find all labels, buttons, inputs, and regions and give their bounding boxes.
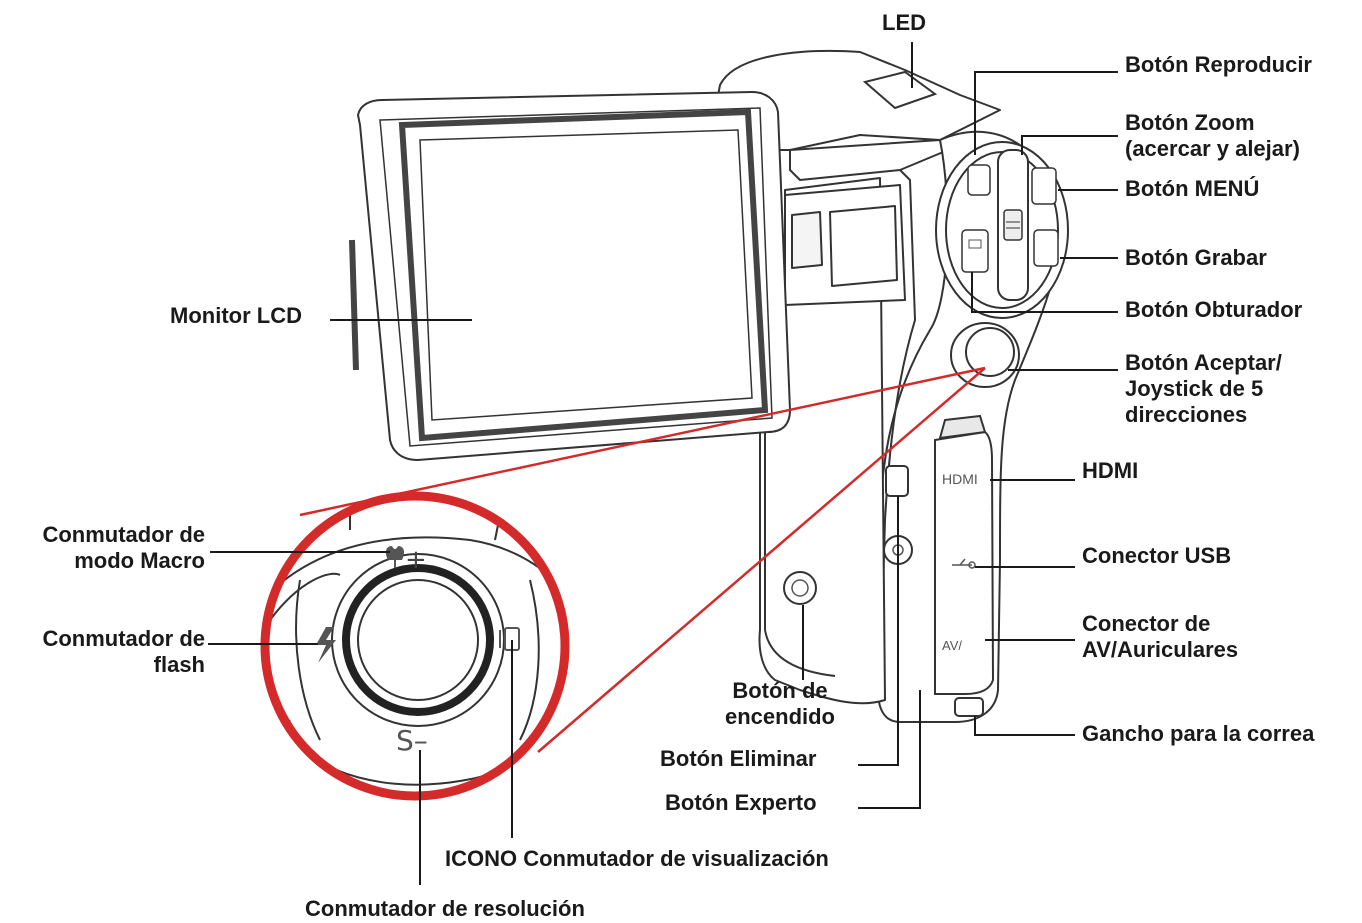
label-macro-switch: Conmutador de modo Macro (10, 522, 205, 574)
label-menu-button: Botón MENÚ (1125, 176, 1260, 201)
label-led: LED (882, 10, 926, 35)
label-flash-line2: flash (153, 652, 205, 677)
label-expert-button: Botón Experto (665, 790, 817, 815)
record-button[interactable] (1033, 229, 1059, 267)
label-shutter-button: Botón Obturador (1125, 297, 1303, 322)
shutter-button[interactable] (961, 229, 989, 273)
resolution-marking: S– (396, 724, 428, 757)
play-button[interactable] (967, 164, 991, 196)
joystick-button[interactable] (950, 322, 1020, 388)
label-zoom-button: Botón Zoom (acercar y alejar) (1125, 110, 1300, 162)
label-power-button: Botón de encendido (695, 678, 865, 730)
zoom-callout-lines (299, 366, 986, 753)
av-port-marking: AV/ (942, 638, 962, 653)
label-av-line1: Conector de (1082, 611, 1211, 636)
zoom-callout-circle (260, 491, 570, 801)
power-button[interactable] (783, 571, 817, 605)
menu-button[interactable] (1031, 167, 1057, 205)
zoom-lever[interactable] (997, 149, 1029, 301)
lcd-monitor (349, 90, 792, 462)
led-light (862, 70, 938, 110)
macro-plus-marking: + (405, 545, 427, 575)
label-usb: Conector USB (1082, 543, 1232, 568)
hdmi-port-marking: HDMI (942, 471, 978, 487)
label-zoom-line2: (acercar y alejar) (1125, 136, 1300, 161)
label-av-line2: AV/Auriculares (1082, 637, 1239, 662)
label-macro-line2: modo Macro (74, 548, 205, 573)
lens (331, 553, 505, 727)
usb-port-marking (952, 558, 976, 569)
port-cover (934, 414, 995, 695)
label-macro-line1: Conmutador de (42, 522, 205, 547)
label-delete-button: Botón Eliminar (660, 746, 817, 771)
label-av-connector: Conector de AV/Auriculares (1082, 611, 1238, 663)
label-joystick-line2: Joystick de 5 (1125, 376, 1264, 401)
label-play-button: Botón Reproducir (1125, 52, 1312, 77)
strap-hook (954, 697, 984, 717)
label-hdmi: HDMI (1082, 458, 1139, 483)
label-flash-line1: Conmutador de (42, 626, 205, 651)
label-flash-switch: Conmutador de flash (10, 626, 205, 678)
label-joystick-line3: direcciones (1125, 402, 1248, 427)
label-lcd-monitor: Monitor LCD (170, 303, 302, 328)
label-strap-hook: Gancho para la correa (1082, 721, 1315, 746)
label-power-line1: Botón de (732, 678, 828, 703)
label-power-line2: encendido (724, 704, 835, 729)
delete-button[interactable] (885, 465, 909, 497)
flash-icon (316, 627, 336, 663)
label-joystick: Botón Aceptar/ Joystick de 5 direcciones (1125, 350, 1282, 428)
macro-switch-icon (385, 546, 405, 568)
label-record-button: Botón Grabar (1125, 245, 1267, 270)
label-zoom-line1: Botón Zoom (1125, 110, 1255, 135)
label-display-switch: ICONO Conmutador de visualización (445, 846, 829, 871)
label-resolution-switch: Conmutador de resolución (305, 896, 585, 921)
label-joystick-line1: Botón Aceptar/ (1125, 350, 1282, 375)
leader-lines (208, 42, 1118, 885)
